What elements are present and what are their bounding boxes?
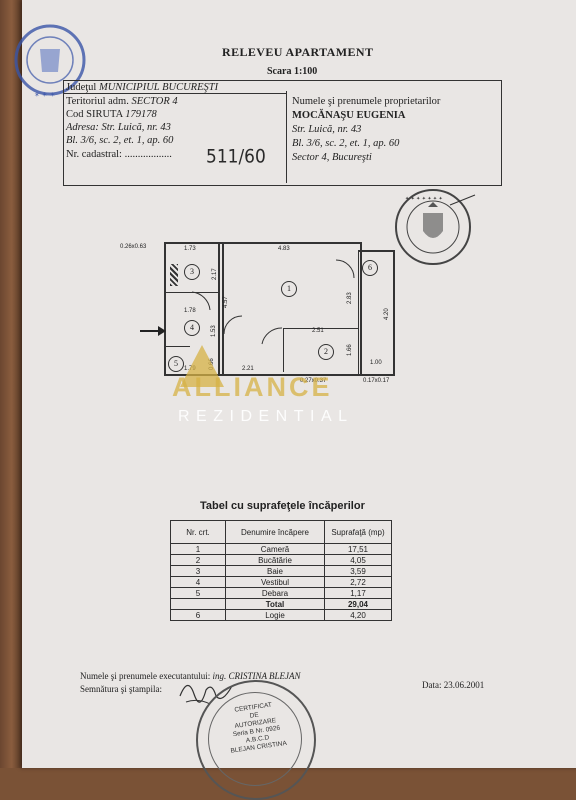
row-area: 1,17 [324, 587, 392, 599]
county-value: MUNICIPIUL BUCUREŞTI [98, 82, 219, 93]
dim-1: 1.73 [184, 246, 196, 252]
dim-2: 4.83 [278, 246, 290, 252]
watermark-subtitle: REZIDENTIAL [178, 408, 354, 425]
territory-value: SECTOR 4 [131, 96, 178, 107]
room-number-6: 6 [362, 260, 378, 276]
kitchen-wall-left [283, 328, 284, 372]
floor-plan: 1 2 3 4 5 6 0.26x0.63 1.73 4.83 2.17 4.5… [120, 234, 400, 394]
row-nr: 1 [170, 543, 226, 555]
document-date: Data: 23.06.2001 [422, 680, 485, 690]
total-label: Total [225, 598, 325, 610]
owner-value: MOCĂNAŞU EUGENIA [292, 110, 406, 121]
row-area: 4,20 [324, 609, 392, 621]
dim-12: 1.00 [370, 360, 382, 366]
dim-0: 0.26x0.63 [120, 244, 147, 250]
address-value: Str. Luică, nr. 43 [101, 122, 171, 133]
territory-label: Teritoriul adm. [66, 96, 129, 107]
row-name: Bucătărie [225, 554, 325, 566]
document-sheet [22, 0, 576, 768]
dim-14: 2.21 [242, 366, 254, 372]
signature-label: Semnătura şi ştampila: [80, 684, 162, 694]
dim-9: 2.51 [312, 328, 324, 334]
cadastre-stamp-right: ✦ ✦ ✦ ✦ ✦ ✦ ✦ [395, 189, 476, 265]
owner-block: Bl. 3/6, sc. 2, et. 1, ap. 60 [292, 138, 400, 149]
row-name: Vestibul [225, 576, 325, 588]
cadastral-label: Nr. cadastral: [66, 149, 122, 160]
row-nr: 4 [170, 576, 226, 588]
address-label: Adresa: [66, 122, 99, 133]
cadastral-handwritten-value: 511/60 [206, 146, 266, 168]
room-number-2: 2 [318, 344, 334, 360]
dim-15: 0.27x0.37 [300, 378, 327, 384]
room-number-3: 3 [184, 264, 200, 280]
county-label: Judeţul [66, 82, 97, 93]
dim-8: 1.53 [211, 325, 217, 337]
round-stamp-top-left: ✶ ✶ ✶ [14, 24, 86, 99]
table-row: 4 Vestibul 2,72 [170, 576, 392, 588]
row-nr: 5 [170, 587, 226, 599]
cadastral-dots: .................. [124, 149, 172, 160]
room-number-1: 1 [281, 281, 297, 297]
plan-room-1 [218, 242, 362, 376]
table-row: 5 Debara 1,17 [170, 587, 392, 599]
executant-label: Numele şi prenumele executantului: [80, 671, 211, 681]
document-title: RELEVEU APARTAMENT [222, 45, 374, 59]
bath-shaft [170, 264, 178, 286]
header-box: Judeţul MUNICIPIUL BUCUREŞTI Teritoriul … [63, 80, 502, 186]
row-area: 3,59 [324, 565, 392, 577]
total-value: 29,04 [324, 598, 392, 610]
col-header-nr: Nr. crt. [170, 520, 226, 544]
dim-4: 4.57 [223, 296, 229, 308]
watermark-brand: ALLIANCE [172, 372, 333, 402]
scale-label: Scara 1:100 [267, 66, 318, 77]
dim-10: 1.66 [347, 344, 353, 356]
col-header-name: Denumire încăpere [225, 520, 325, 544]
owner-sector: Sector 4, Bucureşti [292, 152, 372, 163]
col-header-area: Suprafaţă (mp) [324, 520, 392, 544]
door-swings [140, 259, 355, 345]
header-divider [286, 91, 287, 183]
dim-3: 2.17 [212, 268, 218, 280]
table-row: 3 Baie 3,59 [170, 565, 392, 577]
row-name: Cameră [225, 543, 325, 555]
dim-5: 2.83 [347, 292, 353, 304]
svg-text:✦ ✦ ✦ ✦ ✦ ✦ ✦: ✦ ✦ ✦ ✦ ✦ ✦ ✦ [405, 196, 443, 202]
row-nr: 2 [170, 554, 226, 566]
owner-address: Str. Luică, nr. 43 [292, 124, 362, 135]
kitchen-wall-top [283, 328, 359, 329]
row-area: 2,72 [324, 576, 392, 588]
owner-label: Numele şi prenumele proprietarilor [292, 96, 441, 107]
authorization-stamp: CERTIFICAT DE AUTORIZARE Seria B Nr. 092… [196, 680, 316, 800]
executant-value: ing. CRISTINA BLEJAN [212, 671, 301, 681]
row-nr: 6 [170, 609, 226, 621]
room-number-4: 4 [184, 320, 200, 336]
storage-wall [166, 346, 190, 347]
plan-room-6 [358, 250, 395, 376]
row-area: 4,05 [324, 554, 392, 566]
row-name: Debara [225, 587, 325, 599]
row-nr: 3 [170, 565, 226, 577]
svg-text:✶ ✶ ✶: ✶ ✶ ✶ [34, 91, 56, 99]
table-row: 6 Logie 4,20 [170, 609, 392, 621]
watermark-logo-mark [180, 345, 224, 387]
row-name: Baie [225, 565, 325, 577]
siruta-value: 179178 [125, 109, 157, 120]
table-title: Tabel cu suprafeţele încăperilor [200, 500, 365, 512]
dim-7: 1.78 [184, 308, 196, 314]
table-row: 2 Bucătărie 4,05 [170, 554, 392, 566]
header-top-line [64, 93, 286, 94]
block-line: Bl. 3/6, sc. 2, et. 1, ap. 60 [66, 135, 174, 146]
row-area: 17,51 [324, 543, 392, 555]
table-total-row: Total 29,04 [170, 598, 392, 610]
row-name: Logie [225, 609, 325, 621]
areas-table: Nr. crt. Denumire încăpere Suprafaţă (mp… [170, 520, 392, 621]
dim-16: 0.17x0.17 [363, 378, 390, 384]
total-empty-cell [170, 598, 226, 610]
dim-6: 4.20 [384, 308, 390, 320]
table-row: 1 Cameră 17,51 [170, 543, 392, 555]
siruta-label: Cod SIRUTA [66, 109, 123, 120]
